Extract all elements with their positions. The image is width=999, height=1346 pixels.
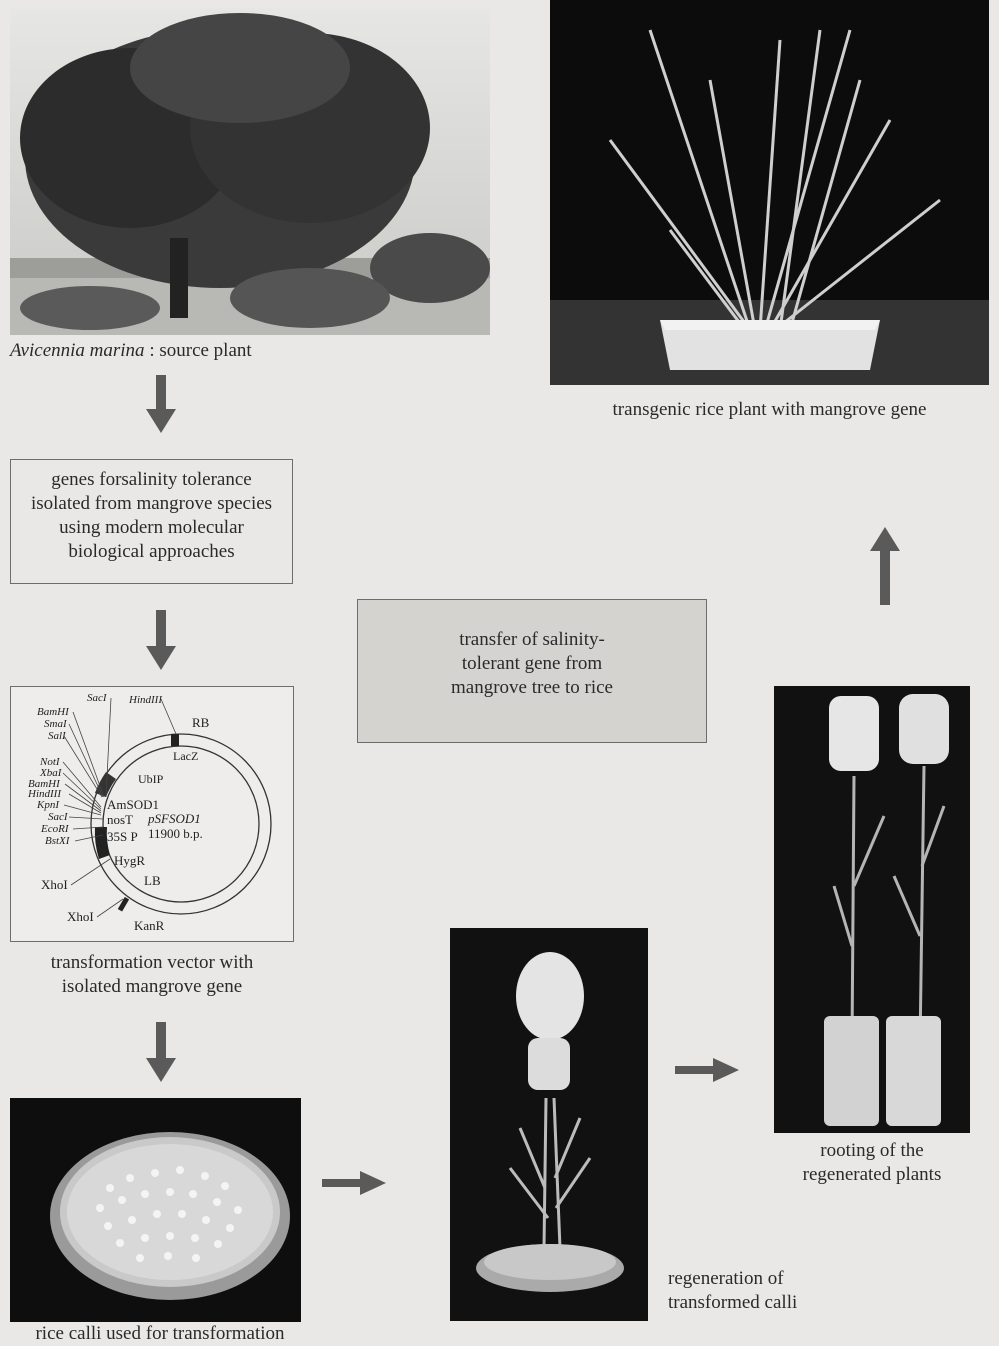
arrow-right-icon bbox=[675, 1058, 739, 1082]
center-box-line: tolerant gene from bbox=[358, 652, 706, 676]
rooting-caption: rooting of the regenerated plants bbox=[774, 1139, 970, 1187]
site-label: XhoI bbox=[67, 909, 94, 924]
site-label: KpnI bbox=[36, 799, 60, 811]
arrow-up-icon bbox=[870, 527, 900, 605]
center-box-line: mangrove tree to rice bbox=[358, 676, 706, 700]
transgenic-caption: transgenic rice plant with mangrove gene bbox=[550, 398, 989, 422]
rooting-illustration bbox=[774, 686, 970, 1133]
plasmid-element-label: KanR bbox=[134, 918, 165, 933]
genes-isolation-box: genes forsalinity tolerance isolated fro… bbox=[10, 459, 293, 584]
calli-caption: rice calli used for transformation bbox=[0, 1322, 320, 1346]
rice-calli-photo bbox=[10, 1098, 301, 1322]
arrow-down-icon bbox=[146, 610, 176, 670]
site-label: SacI bbox=[48, 811, 69, 823]
vector-caption: transformation vector with isolated mang… bbox=[10, 951, 294, 999]
arrow-right-icon bbox=[322, 1171, 386, 1195]
source-species-name: Avicennia marina bbox=[10, 340, 145, 361]
vector-caption-line: isolated mangrove gene bbox=[10, 975, 294, 999]
site-label: XhoI bbox=[41, 877, 68, 892]
rice-plant-illustration bbox=[550, 0, 989, 385]
regeneration-caption: regeneration of transformed calli bbox=[668, 1267, 838, 1315]
rooting-caption-line: rooting of the bbox=[774, 1139, 970, 1163]
rooting-photo bbox=[774, 686, 970, 1133]
transgenic-rice-photo bbox=[550, 0, 989, 385]
site-label: HindIII bbox=[128, 694, 163, 706]
mangrove-tree-photo bbox=[10, 8, 490, 335]
plasmid-element-label: 35S P bbox=[107, 829, 138, 844]
site-label: BamHI bbox=[37, 706, 70, 718]
plasmid-element-label: HygR bbox=[114, 853, 145, 868]
genes-box-line: genes forsalinity tolerance bbox=[11, 468, 292, 492]
petri-dish-illustration bbox=[10, 1098, 301, 1322]
regeneration-illustration bbox=[450, 928, 648, 1321]
arrow-down-icon bbox=[146, 1022, 176, 1082]
site-label: SmaI bbox=[44, 718, 68, 730]
site-label: SacI bbox=[87, 692, 108, 704]
plasmid-element-label: UbIP bbox=[138, 772, 164, 786]
source-plant-suffix: : source plant bbox=[145, 340, 252, 361]
genes-box-line: biological approaches bbox=[11, 540, 292, 564]
genes-box-line: isolated from mangrove species bbox=[11, 492, 292, 516]
site-label: EcoRI bbox=[40, 823, 70, 835]
genes-box-line: using modern molecular bbox=[11, 516, 292, 540]
plasmid-name: pSFSOD1 bbox=[147, 811, 201, 826]
regeneration-caption-line: transformed calli bbox=[668, 1291, 838, 1315]
tree-illustration bbox=[10, 8, 490, 335]
rooting-caption-line: regenerated plants bbox=[774, 1163, 970, 1187]
plasmid-size: 11900 b.p. bbox=[148, 826, 203, 841]
plasmid-element-label: LB bbox=[144, 873, 161, 888]
plasmid-map-panel: RB LacZ UbIP AmSOD1 nosT 35S P HygR LB K… bbox=[10, 686, 294, 942]
regeneration-photo bbox=[450, 928, 648, 1321]
plasmid-element-label: AmSOD1 bbox=[107, 797, 159, 812]
center-box-line: transfer of salinity- bbox=[358, 628, 706, 652]
gene-transfer-box: transfer of salinity- tolerant gene from… bbox=[357, 599, 707, 743]
plasmid-element-label: RB bbox=[192, 715, 210, 730]
plasmid-element-label: nosT bbox=[107, 812, 133, 827]
arrow-down-icon bbox=[146, 375, 176, 433]
vector-caption-line: transformation vector with bbox=[10, 951, 294, 975]
regeneration-caption-line: regeneration of bbox=[668, 1267, 838, 1291]
plasmid-map: RB LacZ UbIP AmSOD1 nosT 35S P HygR LB K… bbox=[11, 687, 292, 940]
source-plant-caption: Avicennia marina : source plant bbox=[10, 339, 490, 363]
plasmid-element-label: LacZ bbox=[173, 749, 198, 763]
site-label: BstXI bbox=[45, 835, 71, 847]
